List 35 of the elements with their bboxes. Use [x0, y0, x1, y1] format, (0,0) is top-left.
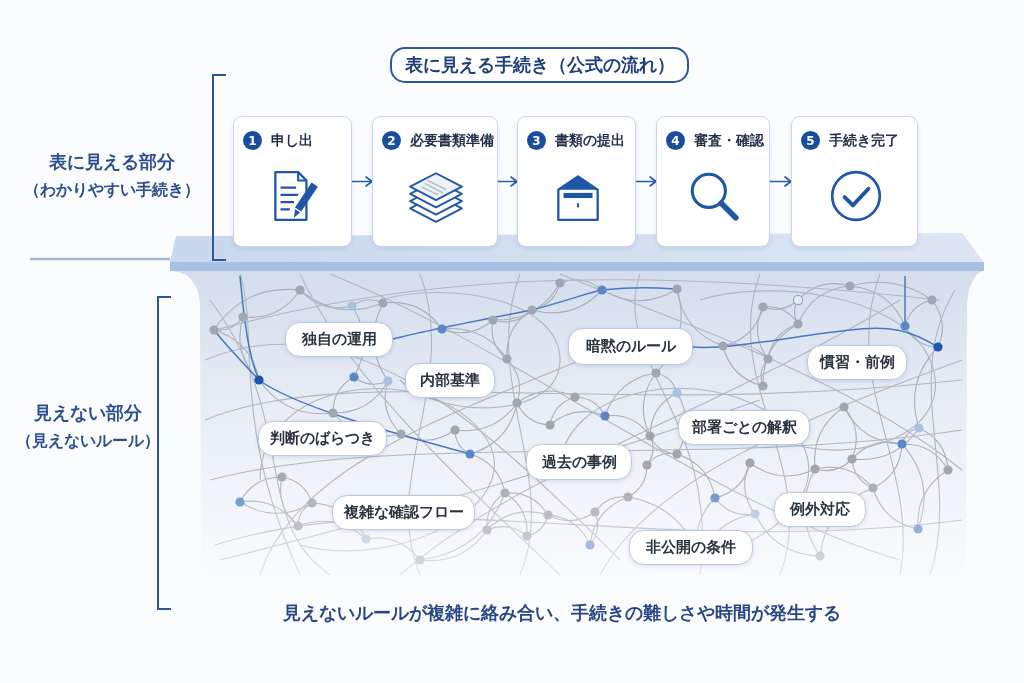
side-label: （見えないルール） [16, 432, 160, 450]
side-label: 表に見える部分 [49, 152, 175, 172]
step-label: 申し出 [271, 131, 313, 150]
step-card [372, 116, 498, 247]
label-pill: 内部基準 [405, 363, 495, 398]
arrow [635, 176, 657, 187]
step-card [517, 116, 636, 247]
label-pill: 部署ごとの解釈 [678, 410, 810, 445]
step-card [791, 116, 918, 247]
arrow [351, 176, 373, 187]
label-pill: 暗黙のルール [568, 328, 693, 365]
side-label: 見えない部分 [34, 403, 142, 423]
label-pill: 慣習・前例 [807, 345, 907, 380]
arrow [497, 176, 518, 187]
title-pill: 表に見える手続き（公式の流れ） [390, 47, 689, 83]
step-card [233, 116, 352, 247]
arrow [769, 176, 792, 187]
step-label: 審査・確認 [694, 131, 764, 150]
step-label: 書類の提出 [555, 131, 625, 150]
number-badge: 5 [801, 131, 820, 150]
step-label: 手続き完了 [829, 131, 899, 150]
caption: 見えないルールが複雑に絡み合い、手続きの難しさや時間が発生する [283, 604, 841, 624]
label-pill: 独自の運用 [285, 322, 393, 357]
label-pill: 複雑な確認フロー [332, 495, 475, 530]
number-badge: 4 [666, 131, 685, 150]
number-badge: 3 [527, 131, 546, 150]
step-card [656, 116, 770, 247]
side-label: （わかりやすい手続き） [24, 181, 200, 199]
label-pill: 過去の事例 [526, 444, 632, 480]
number-badge: 1 [243, 131, 262, 150]
label-pill: 例外対応 [774, 492, 866, 527]
step-label: 必要書類準備 [410, 131, 494, 150]
number-badge: 2 [382, 131, 401, 150]
label-pill: 非公開の条件 [629, 530, 753, 565]
label-pill: 判断のばらつき [258, 421, 387, 456]
